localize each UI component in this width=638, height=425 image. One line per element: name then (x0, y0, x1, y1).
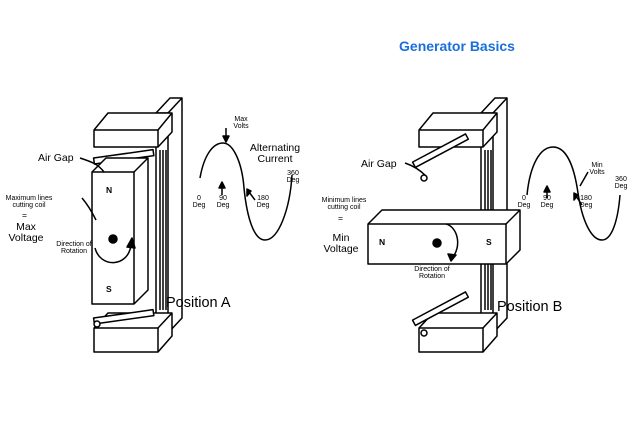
left-equals-label: = (22, 210, 27, 220)
left-rotor (91, 157, 149, 305)
left-direction-label: Direction of Rotation (56, 241, 92, 256)
right-deg-0-label: 0 Deg (517, 195, 531, 210)
left-wire-bottom (92, 308, 155, 325)
left-air-gap-label: Air Gap (38, 152, 74, 164)
page-title-text: Generator Basics (399, 38, 515, 54)
left-pole-n: N (106, 185, 113, 195)
left-frame (93, 97, 183, 353)
left-rotor-axis (108, 234, 118, 244)
right-direction-label: Direction of Rotation (414, 266, 450, 281)
right-deg-180-label: 180 Deg (579, 195, 593, 210)
left-max-volts-label: Max Volts (233, 116, 249, 131)
position-a-label: Position A (166, 295, 231, 311)
left-max-voltage-label: Max Voltage (8, 221, 44, 245)
right-wire-bottom (411, 291, 470, 327)
right-min-lines-label: Minimum lines cutting coil (321, 197, 367, 212)
right-rotor-axis (432, 238, 442, 248)
right-deg-90-label: 90 Deg (540, 195, 554, 210)
position-b-label: Position B (497, 299, 563, 315)
right-waveform (526, 146, 621, 241)
left-deg-180-label: 180 Deg (256, 195, 270, 210)
right-equals-label: = (338, 213, 343, 223)
left-pole-s: S (106, 284, 112, 294)
right-deg-360-label: 360 Deg (614, 176, 628, 191)
left-alternating-current-label: Alternating Current (249, 142, 301, 166)
left-deg-360-label: 360 Deg (286, 170, 300, 185)
right-pole-n: N (379, 237, 386, 247)
right-min-voltage-label: Min Voltage (323, 232, 359, 256)
right-rotor (367, 209, 521, 265)
right-air-gap-label: Air Gap (361, 158, 397, 170)
left-waveform (199, 142, 293, 241)
left-deg-0-label: 0 Deg (192, 195, 206, 210)
right-min-volts-label: Min Volts (589, 162, 605, 177)
right-wire-top (411, 133, 470, 169)
left-max-lines-label: Maximum lines cutting coil (5, 195, 53, 210)
right-pole-s: S (486, 237, 492, 247)
left-rotation-arrow (94, 244, 132, 264)
left-deg-90-label: 90 Deg (216, 195, 230, 210)
page-title: Generator Basics (362, 38, 552, 54)
